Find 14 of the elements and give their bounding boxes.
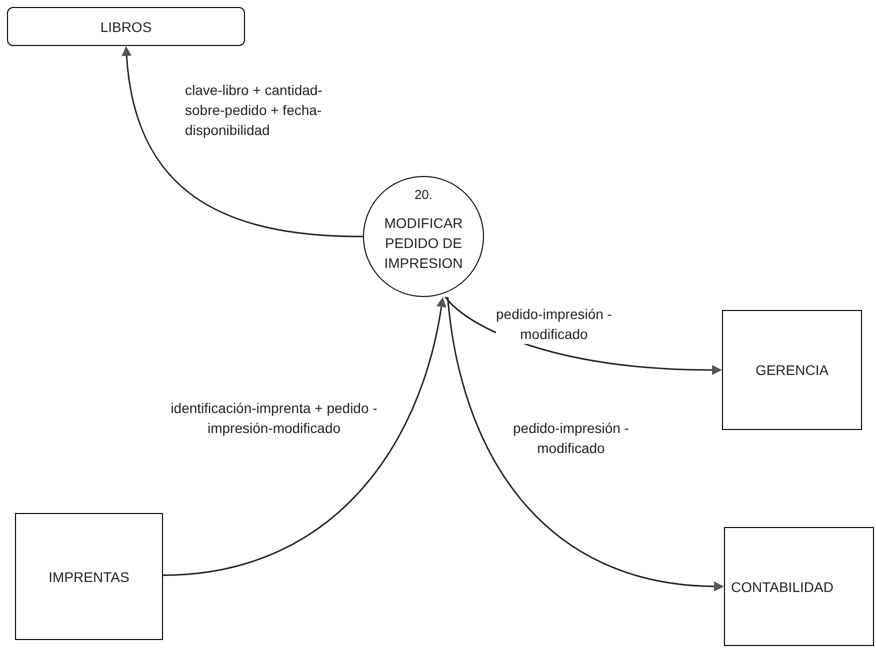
entity-box xyxy=(15,513,163,640)
node-label: MODIFICAR PEDIDO DE IMPRESION xyxy=(383,214,464,272)
entity-box xyxy=(722,310,862,430)
node-label: GERENCIA xyxy=(754,361,830,380)
process-number: 20. xyxy=(414,186,433,202)
flow-arrow xyxy=(122,46,364,238)
node-label: CONTABILIDAD xyxy=(730,578,834,596)
flow-arrow xyxy=(162,297,446,576)
node-label: LIBROS xyxy=(99,18,153,36)
flow-arrow xyxy=(446,296,724,592)
flow-arrow xyxy=(444,296,722,375)
node-label: IMPRENTAS xyxy=(48,568,130,586)
entity-box xyxy=(724,527,874,646)
store-box xyxy=(7,7,245,46)
